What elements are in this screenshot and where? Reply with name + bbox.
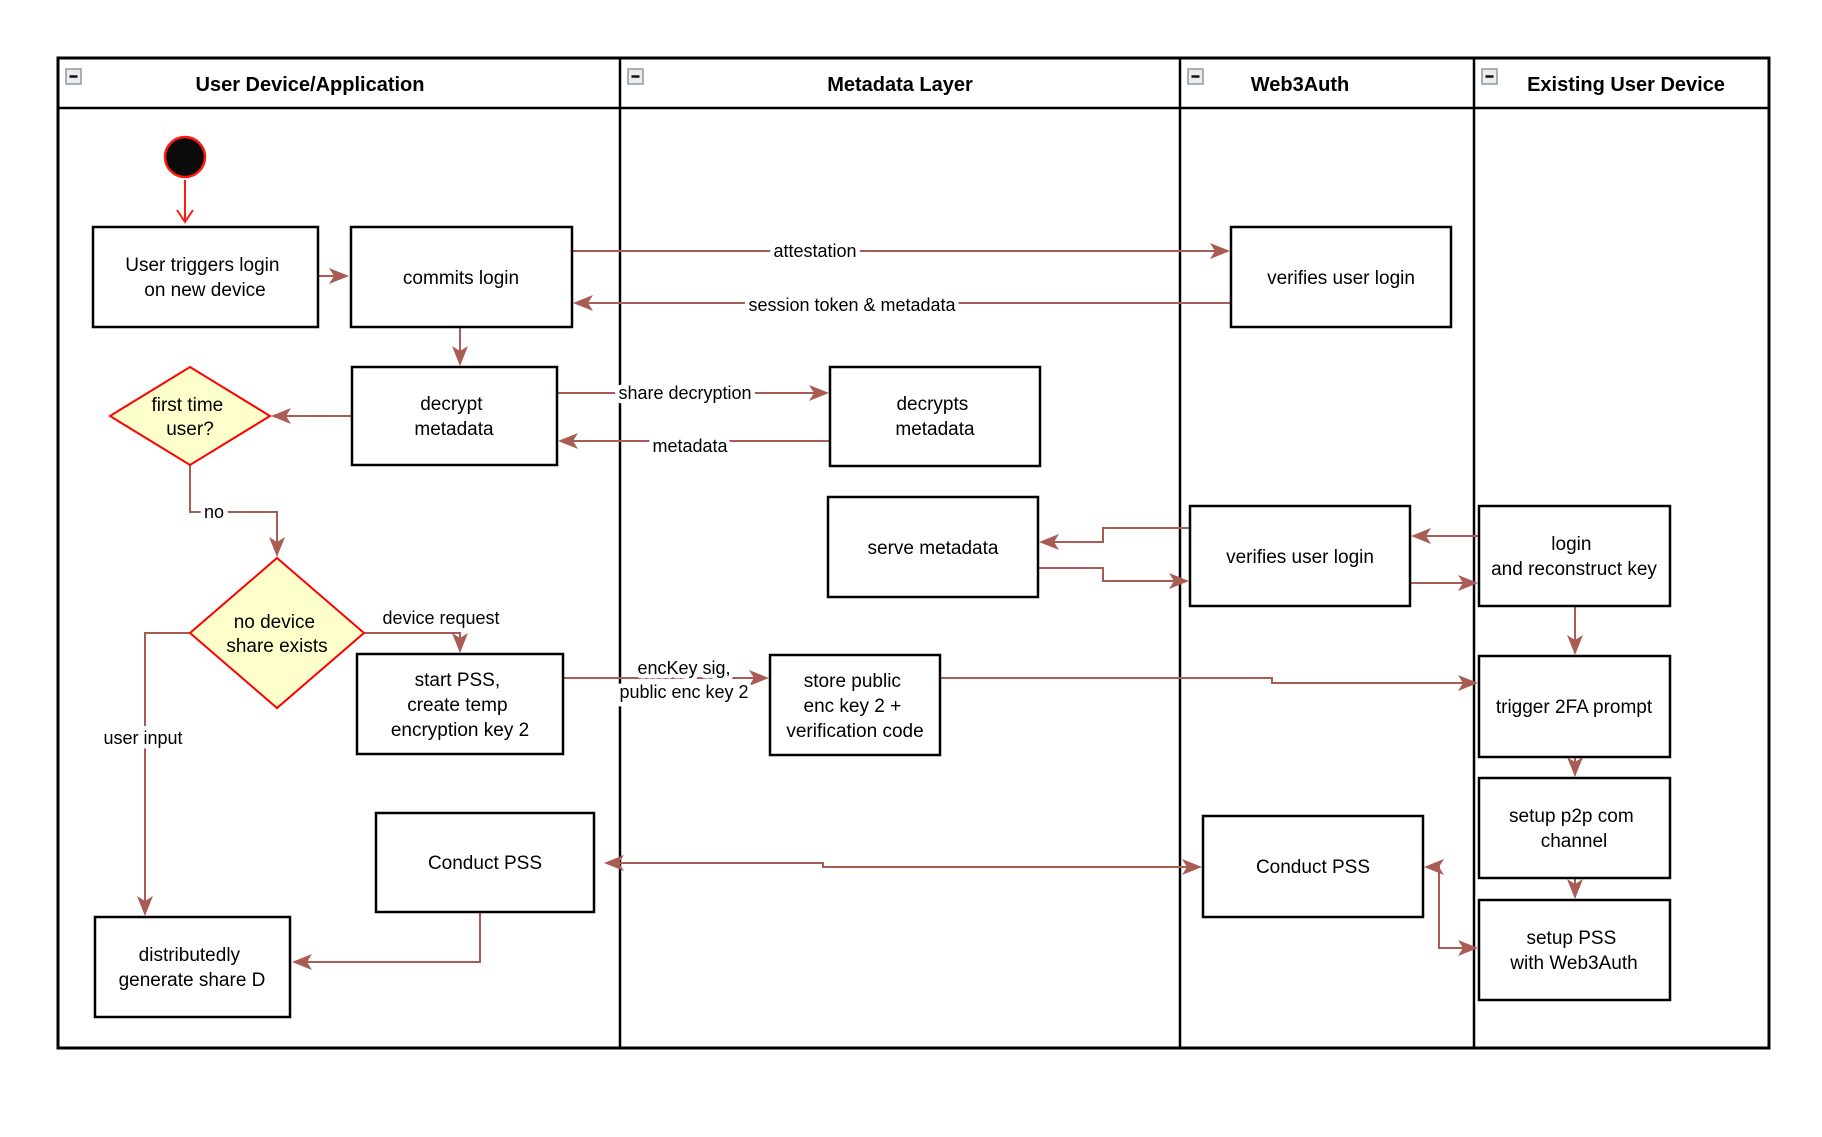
- edge-start-to-user-triggers[interactable]: [176, 180, 194, 224]
- label-attestation: attestation: [773, 241, 856, 261]
- node-commits-login[interactable]: commits login: [349, 225, 574, 329]
- node-generate-share-d[interactable]: distributedly generate share D: [93, 915, 292, 1019]
- node-decrypt-metadata[interactable]: decrypt metadata: [350, 365, 559, 467]
- decision-no-device-share[interactable]: no device share exists: [188, 556, 366, 710]
- edge-user-input[interactable]: [137, 632, 190, 916]
- svg-text:login and reconstruct: login and reconstruct key: [1491, 534, 1657, 580]
- lane-title-web3auth: Web3Auth: [1251, 74, 1350, 96]
- edge-device-request[interactable]: [364, 632, 468, 653]
- label-enckey-line2: public enc key 2: [619, 682, 748, 702]
- svg-text:User triggers login on: User triggers login on new device: [125, 255, 284, 301]
- start-node[interactable]: [163, 135, 207, 179]
- nodes: User triggers login on new device commit…: [91, 135, 1672, 1019]
- svg-text:trigger 2FA prompt: trigger 2FA prompt: [1496, 697, 1653, 718]
- node-trigger-2fa[interactable]: trigger 2FA prompt: [1477, 654, 1672, 759]
- svg-text:distributedly generate: distributedly generate share D: [119, 945, 266, 991]
- node-start-pss[interactable]: start PSS, create temp encryption key 2: [355, 652, 565, 756]
- svg-text:commits login: commits login: [403, 268, 519, 289]
- node-serve-metadata[interactable]: serve metadata: [826, 495, 1040, 599]
- collapse-icon[interactable]: [65, 68, 82, 85]
- label-user-input: user input: [103, 728, 182, 748]
- node-setup-pss[interactable]: setup PSS with Web3Auth: [1477, 898, 1672, 1002]
- svg-text:decrypts metadata: decrypts metadata: [895, 394, 975, 440]
- label-metadata: metadata: [652, 436, 728, 456]
- svg-text:setup p2p com channel: setup p2p com channel: [1509, 806, 1639, 852]
- svg-text:decrypt metadata: decrypt metadata: [414, 394, 494, 440]
- node-verifies-login-mid[interactable]: verifies user login: [1188, 504, 1412, 608]
- svg-text:start PSS, create temp: start PSS, create temp encryption key 2: [391, 670, 529, 741]
- label-enckey-line1: encKey sig,: [637, 658, 730, 678]
- lane-title-user-device: User Device/Application: [196, 74, 425, 96]
- label-session-token: session token & metadata: [748, 295, 956, 315]
- lane-title-metadata-layer: Metadata Layer: [827, 74, 973, 96]
- lane-header-metadata-layer[interactable]: Metadata Layer: [627, 68, 973, 96]
- svg-text:no device share exists: no device share exists: [226, 612, 327, 657]
- edge-labels: attestation session token & metadata sha…: [99, 237, 961, 753]
- label-no: no: [204, 502, 224, 522]
- svg-text:Conduct PSS: Conduct PSS: [428, 853, 542, 874]
- node-login-reconstruct[interactable]: login and reconstruct key: [1477, 504, 1672, 608]
- svg-text:verifies user login: verifies user login: [1267, 268, 1415, 289]
- edges: [137, 180, 1583, 970]
- edge-store-to-trigger[interactable]: [940, 675, 1478, 691]
- svg-text:store public enc key 2: store public enc key 2 + verification co…: [786, 671, 923, 742]
- node-setup-p2p[interactable]: setup p2p com channel: [1477, 776, 1672, 880]
- svg-text:verifies user login: verifies user login: [1226, 547, 1374, 568]
- node-verifies-login-top[interactable]: verifies user login: [1229, 225, 1453, 329]
- lane-header-web3auth[interactable]: Web3Auth: [1187, 68, 1350, 96]
- node-user-triggers[interactable]: User triggers login on new device: [91, 225, 320, 329]
- svg-text:Conduct PSS: Conduct PSS: [1256, 857, 1370, 878]
- label-share-decryption: share decryption: [618, 383, 751, 403]
- edge-conductpss-link[interactable]: [604, 855, 1202, 875]
- svg-text:first time user?: first time user?: [151, 395, 228, 440]
- lane-title-existing-device: Existing User Device: [1527, 74, 1725, 96]
- edge-setuppss-conductpss[interactable]: [1424, 859, 1478, 956]
- edge-conductpss-to-shared[interactable]: [292, 912, 481, 970]
- svg-text:setup PSS with Web3Aut: setup PSS with Web3Auth: [1509, 928, 1637, 974]
- node-conduct-pss-left[interactable]: Conduct PSS: [374, 811, 596, 914]
- collapse-icon[interactable]: [627, 68, 644, 85]
- node-conduct-pss-w3a[interactable]: Conduct PSS: [1201, 814, 1425, 919]
- svg-text:serve metadata: serve metadata: [868, 538, 999, 559]
- pool-border: [56, 56, 1771, 1050]
- collapse-icon[interactable]: [1481, 68, 1498, 85]
- label-device-request: device request: [382, 608, 499, 628]
- node-store-public[interactable]: store public enc key 2 + verification co…: [768, 653, 942, 757]
- edge-serve-to-verifies[interactable]: [1038, 567, 1189, 589]
- collapse-icon[interactable]: [1187, 68, 1204, 85]
- decision-first-time-user[interactable]: first time user?: [108, 365, 272, 467]
- lane-header-user-device[interactable]: User Device/Application: [65, 68, 425, 96]
- edge-verifies-to-serve[interactable]: [1039, 527, 1190, 550]
- edge-no[interactable]: [189, 465, 285, 557]
- lane-header-existing-device[interactable]: Existing User Device: [1481, 68, 1725, 96]
- node-decrypts-metadata[interactable]: decrypts metadata: [828, 365, 1042, 468]
